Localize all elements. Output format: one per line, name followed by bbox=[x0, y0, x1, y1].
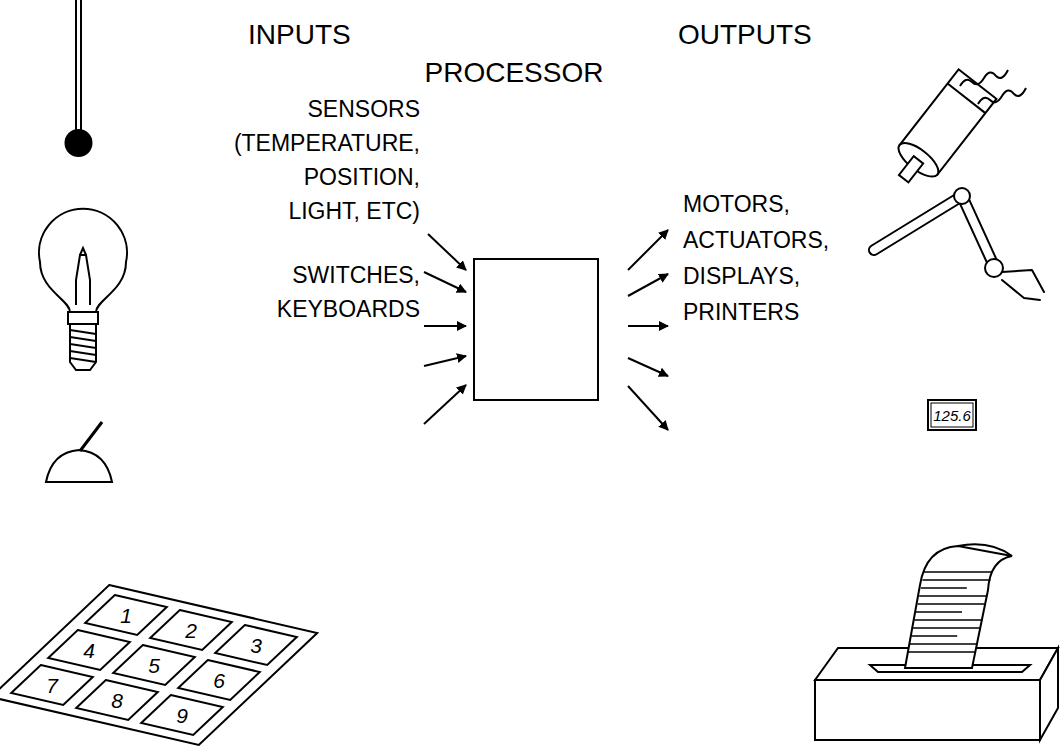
robot-arm-icon bbox=[874, 188, 1044, 300]
printed-line bbox=[916, 611, 962, 613]
signal-arrow bbox=[424, 272, 466, 292]
printed-line bbox=[914, 619, 982, 621]
switch-lever bbox=[80, 422, 102, 451]
bulb-threads bbox=[70, 330, 96, 362]
keypad-icon bbox=[0, 585, 317, 745]
thread-line bbox=[70, 344, 96, 348]
paper-curl bbox=[958, 544, 1012, 556]
keypad-key bbox=[11, 665, 93, 705]
keypad-key bbox=[85, 595, 167, 635]
printer-side bbox=[1040, 648, 1058, 740]
thread-line bbox=[70, 337, 96, 341]
keypad-key bbox=[178, 660, 260, 700]
thermometer-icon bbox=[66, 0, 92, 156]
switch-dome bbox=[46, 450, 112, 482]
processor-box: PROCESSOR bbox=[473, 258, 599, 401]
thermometer-stem bbox=[75, 0, 77, 132]
thread-line bbox=[70, 330, 96, 334]
motor-icon bbox=[885, 69, 1026, 193]
keypad-key bbox=[150, 610, 232, 650]
signal-arrow bbox=[628, 274, 668, 296]
printed-lines bbox=[908, 572, 992, 652]
section-heading: OUTPUTS bbox=[678, 21, 812, 49]
printed-line bbox=[918, 603, 986, 605]
motor-band bbox=[948, 84, 986, 114]
motor-wire bbox=[960, 70, 1008, 86]
printer-front bbox=[815, 680, 1040, 740]
signal-arrow bbox=[628, 230, 668, 270]
thermometer-stem bbox=[80, 0, 82, 132]
toggle-switch-icon bbox=[46, 422, 112, 482]
signal-arrows bbox=[424, 230, 668, 430]
key-number: 8 bbox=[111, 690, 123, 711]
arm-outline bbox=[874, 196, 994, 266]
key-number: 5 bbox=[148, 655, 160, 676]
key-number: 3 bbox=[250, 635, 262, 656]
keypad-key bbox=[141, 695, 223, 735]
bulb-filament bbox=[80, 248, 86, 255]
signal-arrow bbox=[424, 356, 466, 366]
key-number: 4 bbox=[83, 640, 95, 661]
key-number: 6 bbox=[213, 670, 225, 691]
bulb-filament bbox=[76, 255, 90, 305]
keypad-key bbox=[215, 625, 297, 665]
printed-line bbox=[921, 587, 967, 589]
keypad-key bbox=[76, 680, 158, 720]
signal-arrow bbox=[628, 358, 668, 376]
arm-joint bbox=[954, 188, 970, 204]
keypad-key bbox=[48, 630, 130, 670]
display-icon bbox=[928, 400, 976, 430]
motor-shaft bbox=[899, 156, 923, 182]
signal-arrow bbox=[424, 385, 466, 424]
signal-arrow bbox=[628, 325, 668, 327]
motor-end bbox=[893, 137, 943, 182]
printed-line bbox=[924, 571, 992, 573]
signal-arrow bbox=[424, 325, 466, 327]
thermometer-bulb bbox=[66, 130, 92, 156]
output-list: MOTORS, ACTUATORS, DISPLAYS, PRINTERS bbox=[683, 186, 829, 330]
section-heading: INPUTS bbox=[248, 21, 351, 49]
arm-fill bbox=[874, 196, 994, 266]
key-number: 7 bbox=[46, 675, 58, 696]
key-number: 1 bbox=[120, 605, 132, 626]
bulb-collar bbox=[68, 312, 98, 324]
signal-arrow bbox=[428, 234, 466, 270]
printed-line bbox=[919, 595, 987, 597]
printer-icon bbox=[815, 544, 1058, 740]
bulb-glass bbox=[39, 209, 127, 312]
printed-line bbox=[913, 627, 981, 629]
motor-wire bbox=[978, 88, 1026, 104]
arm-gripper bbox=[1002, 270, 1044, 300]
printed-line bbox=[908, 651, 976, 653]
keypad-key bbox=[113, 645, 195, 685]
light-bulb-icon bbox=[39, 209, 127, 370]
thread-line bbox=[70, 358, 96, 362]
processor-heading: PROCESSOR bbox=[425, 59, 604, 87]
input-list: SWITCHES, KEYBOARDS bbox=[277, 258, 420, 326]
printed-line bbox=[911, 635, 957, 637]
key-number: 9 bbox=[176, 705, 188, 726]
key-number: 2 bbox=[185, 620, 197, 641]
printed-line bbox=[910, 643, 978, 645]
signal-arrow bbox=[628, 386, 668, 430]
printed-line bbox=[922, 579, 990, 581]
thread-line bbox=[70, 351, 96, 355]
printer-paper bbox=[905, 546, 1012, 668]
keypad-outline bbox=[0, 585, 317, 745]
display-window bbox=[931, 403, 973, 427]
input-list: SENSORS (TEMPERATURE, POSITION, LIGHT, E… bbox=[234, 92, 420, 228]
arm-joint bbox=[985, 259, 1003, 277]
bulb-base bbox=[70, 324, 96, 370]
display-reading: 125.6 bbox=[933, 408, 971, 423]
